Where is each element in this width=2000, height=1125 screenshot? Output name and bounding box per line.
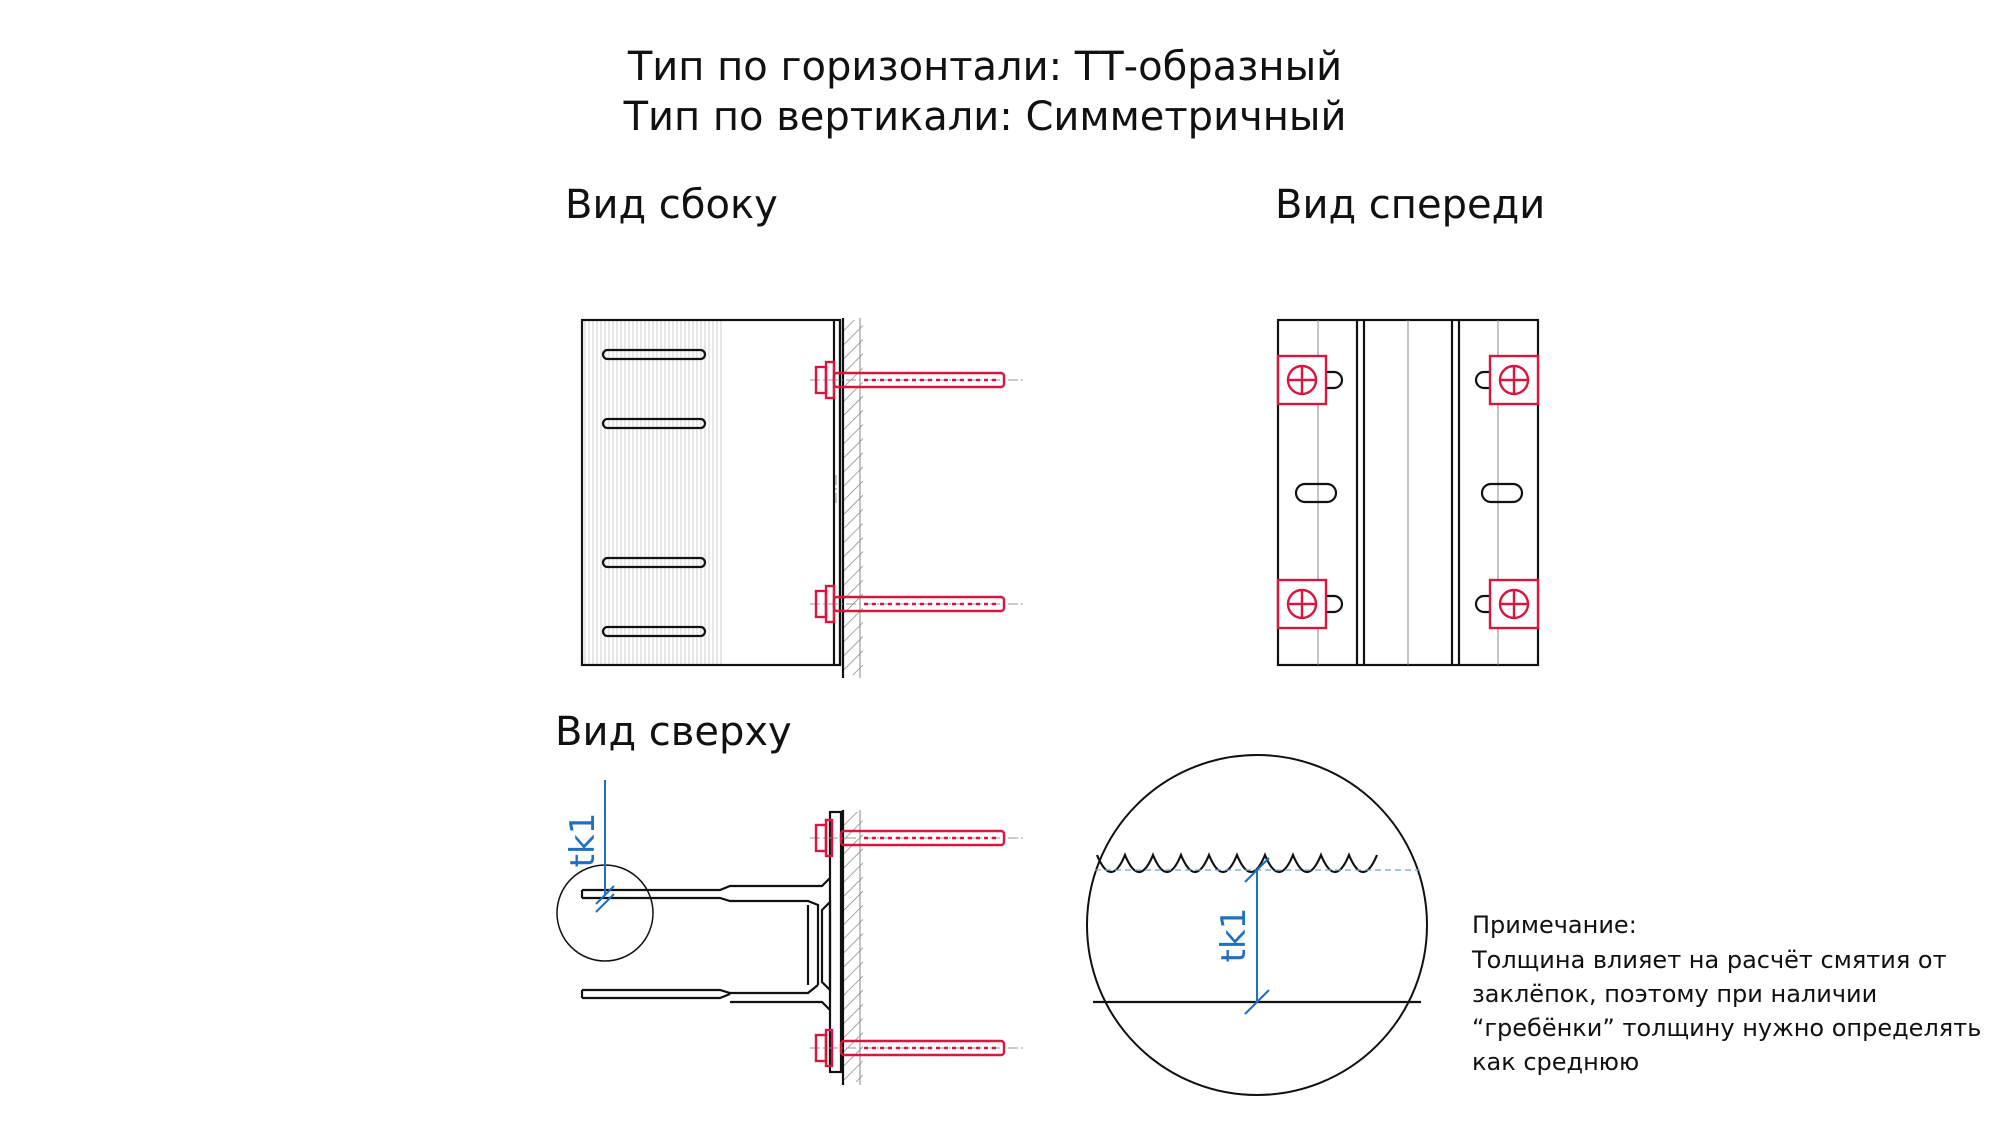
slot-hole (601, 417, 707, 430)
corrugated-edge (1095, 852, 1379, 874)
note-line: заклёпок, поэтому при наличии (1472, 980, 1877, 1008)
anchor-bolt-top-upper (810, 818, 1025, 858)
anchor-washer (824, 1028, 834, 1068)
anchor-bolt-upper (810, 360, 1025, 400)
anchor-shank (839, 829, 1006, 847)
anchor-shank (839, 1039, 1006, 1057)
side-view-corrugation-zone (582, 320, 722, 665)
anchor-washer-front (1276, 354, 1328, 406)
slot-hole (601, 625, 707, 638)
note-line: “гребёнки” толщину нужно определять (1472, 1014, 1981, 1042)
washer-plate (1276, 578, 1328, 630)
dimension-tick (595, 893, 615, 913)
anchor-shank (832, 595, 1006, 613)
top-view: tk1 (556, 780, 1025, 1085)
anchor-shank (832, 371, 1006, 389)
anchor-washer (824, 818, 834, 858)
top-view-upper-leg (582, 877, 831, 985)
dimension-tick (1244, 857, 1270, 883)
note-heading: Примечание: (1472, 911, 1637, 939)
anchor-washer-front (1488, 354, 1540, 406)
side-view-slots (601, 348, 707, 638)
front-view-slot (1294, 482, 1338, 504)
thickness-label-tk1: tk1 (563, 813, 603, 868)
side-view (580, 318, 1025, 678)
side-view-title: Вид сбоку (565, 182, 778, 228)
anchor-washer-front (1488, 578, 1540, 630)
dimension-tick (1244, 989, 1270, 1015)
top-view-wall (843, 812, 863, 1082)
front-view (1276, 318, 1540, 667)
detail-thickness-label-tk1: tk1 (1214, 908, 1254, 963)
dimension-tick (595, 885, 615, 905)
detail-circle (1086, 754, 1428, 1096)
top-view-web-stiffener (820, 899, 832, 993)
slot-hole (601, 556, 707, 569)
note-line: как среднюю (1472, 1048, 1639, 1076)
anchor-bolt-lower (810, 584, 1025, 624)
anchor-washer-front (1276, 578, 1328, 630)
detail-view: tk1 (1086, 754, 1428, 1096)
front-view-slot (1480, 482, 1524, 504)
top-view-title: Вид сверху (555, 709, 792, 755)
top-view-lower-leg (582, 984, 831, 1011)
front-view-title: Вид спереди (1275, 182, 1545, 228)
slot-hole (601, 348, 707, 361)
note-block: Примечание: Толщина влияет на расчёт смя… (1471, 911, 1981, 1076)
title-vertical-type: Тип по вертикали: Симметричный (623, 94, 1347, 140)
title-horizontal-type: Тип по горизонтали: ТТ-образный (627, 44, 1342, 90)
side-view-wall (843, 320, 863, 675)
anchor-bolt-top-lower (810, 1028, 1025, 1068)
note-line: Толщина влияет на расчёт смятия от (1471, 946, 1947, 974)
